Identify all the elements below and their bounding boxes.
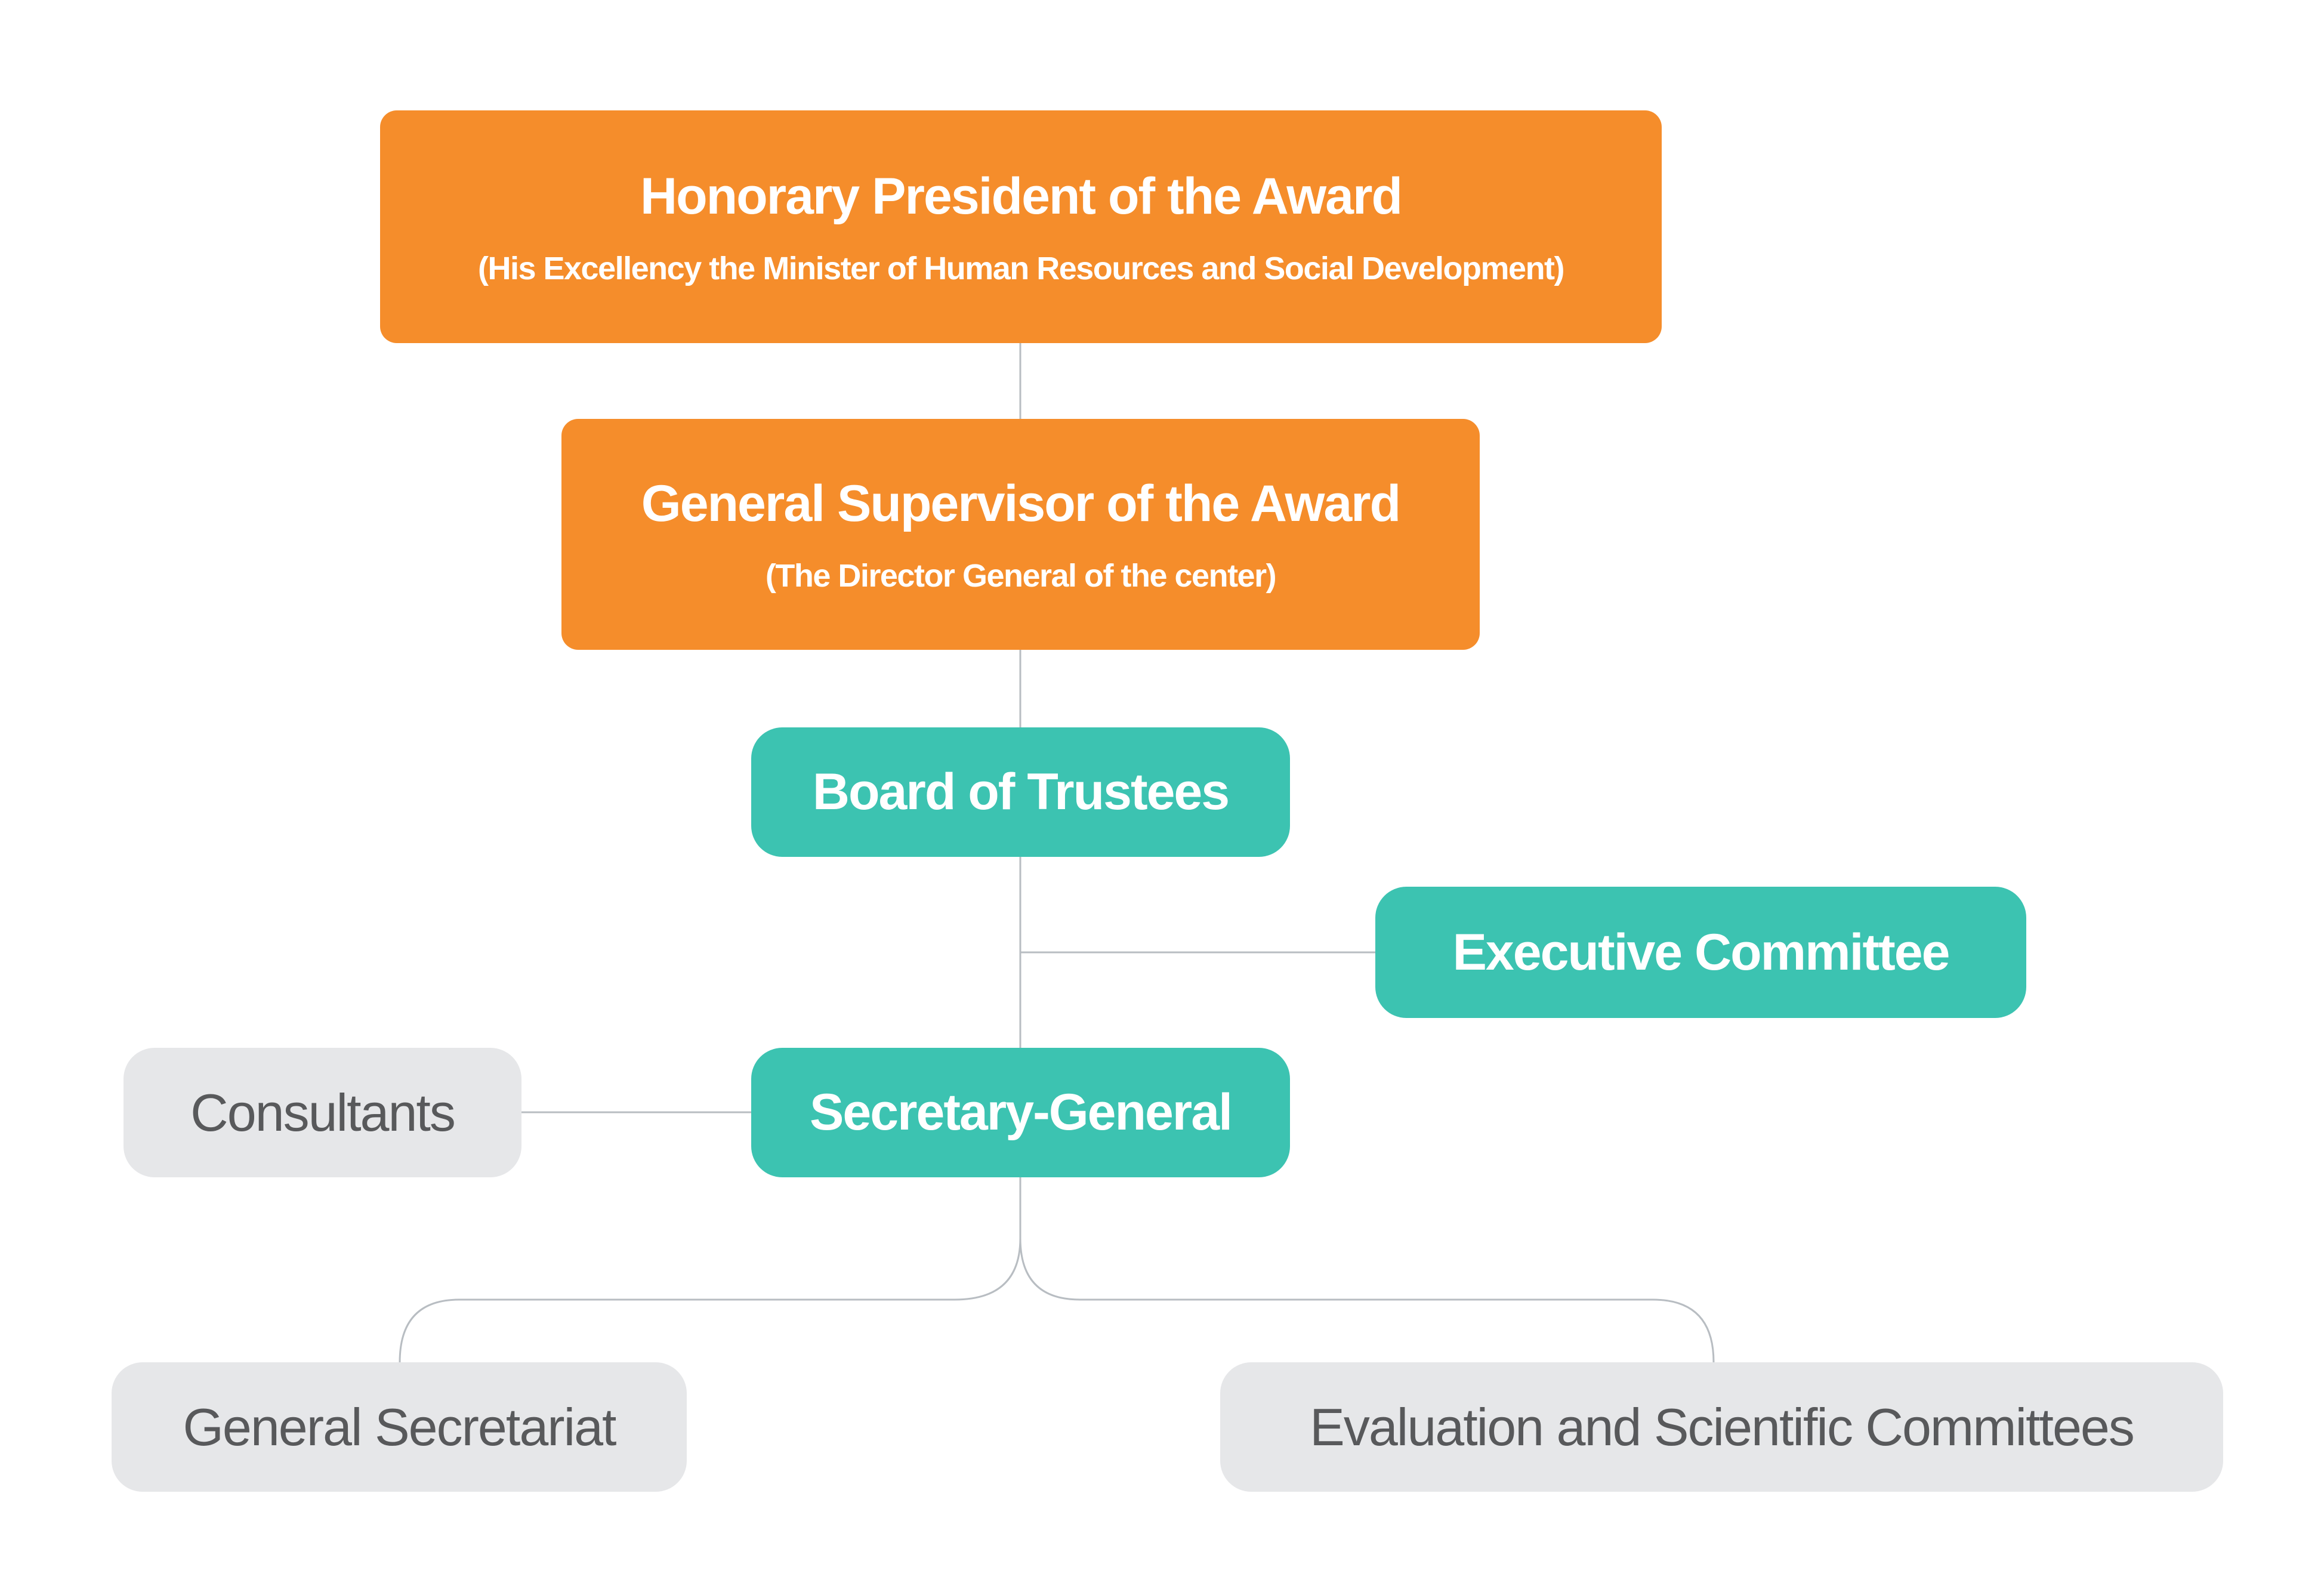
secretary-general-node: Secretary-General <box>751 1048 1290 1177</box>
node-subtitle: (The Director General of the center) <box>765 558 1277 594</box>
node-title: Executive Committee <box>1452 923 1950 981</box>
node-title: Evaluation and Scientific Committees <box>1310 1397 2135 1457</box>
connector-evaluation <box>1019 1238 1715 1363</box>
board-of-trustees-node: Board of Trustees <box>751 727 1290 857</box>
node-subtitle: (His Excellency the Minister of Human Re… <box>477 250 1565 286</box>
general-supervisor-node: General Supervisor of the Award (The Dir… <box>561 419 1480 650</box>
node-title: Secretary-General <box>810 1084 1233 1141</box>
evaluation-committees-node: Evaluation and Scientific Committees <box>1220 1362 2223 1492</box>
consultants-node: Consultants <box>124 1048 521 1177</box>
honorary-president-node: Honorary President of the Award (His Exc… <box>380 110 1662 343</box>
node-title: Board of Trustees <box>812 763 1230 820</box>
connector-general-secretariat <box>399 1177 1021 1363</box>
node-title: General Secretariat <box>183 1397 616 1457</box>
node-title: Consultants <box>190 1082 456 1142</box>
node-title: Honorary President of the Award <box>640 167 1403 225</box>
general-secretariat-node: General Secretariat <box>112 1362 687 1492</box>
executive-committee-node: Executive Committee <box>1375 887 2026 1018</box>
node-title: General Supervisor of the Award <box>641 475 1401 532</box>
